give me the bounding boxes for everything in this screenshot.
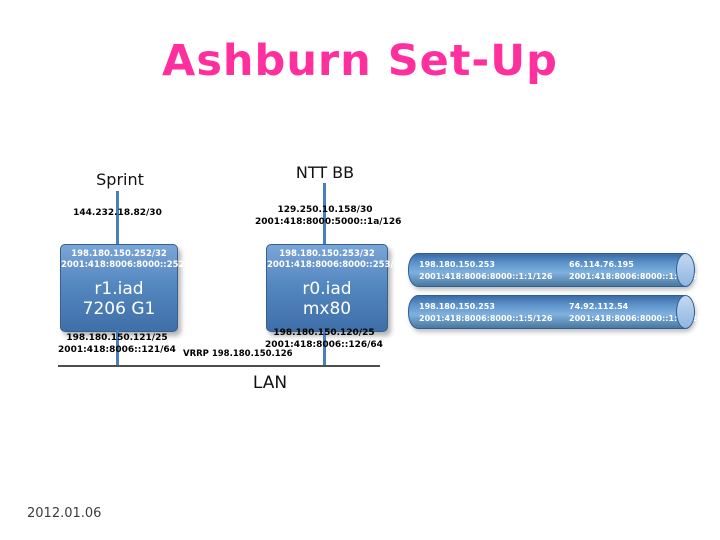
slide-title: Ashburn Set-Up [162, 36, 558, 86]
router-r0-lan-link-line [323, 330, 326, 367]
router-r1-lan-address: 198.180.150.121/25 2001:418:8006::121/64 [58, 333, 176, 356]
router-r1-lan-ipv4: 198.180.150.121/25 [66, 333, 168, 343]
tunnel-1-far-ipv4: 66.114.76.195 [569, 260, 634, 269]
uplink-line-ntt-bb [323, 183, 326, 245]
tunnel-2-far-ipv4: 74.92.112.54 [569, 302, 629, 311]
router-r1-model: 7206 G1 [82, 298, 156, 319]
tunnel-cylinder-1: 198.180.150.253 2001:418:8006:8000::1:1/… [408, 253, 702, 287]
router-r0-loopback: 198.180.150.253/32 2001:418:8006:8000::2… [267, 249, 412, 272]
provider-label-ntt-bb: NTT BB [295, 163, 355, 182]
vrrp-label: VRRP 198.180.150.126 [183, 349, 293, 359]
tunnel-1-far-ipv6: 2001:418:8006:8000::1:2/126 [569, 271, 703, 281]
router-box-r0-iad: 198.180.150.253/32 2001:418:8006:8000::2… [266, 244, 412, 332]
router-r0-lan-ipv6: 2001:418:8006::126/64 [265, 339, 383, 350]
uplink-address-sprint: 144.232.18.82/30 [60, 208, 175, 220]
lan-label: LAN [252, 373, 288, 393]
slide-date: 2012.01.06 [27, 506, 102, 521]
tunnel-2-near-ipv6: 2001:418:8006:8000::1:5/126 [419, 313, 553, 323]
router-r1-loopback-ipv4: 198.180.150.252/32 [71, 249, 167, 259]
router-r0-loopback-ipv4: 198.180.150.253/32 [279, 249, 375, 259]
uplink-line-sprint [116, 191, 119, 245]
uplink-sprint-ipv4: 144.232.18.82/30 [73, 208, 162, 218]
lan-bus-line [58, 365, 380, 367]
tunnel-1-near-ipv6: 2001:418:8006:8000::1:1/126 [419, 271, 553, 281]
uplink-address-ntt-bb: 129.250.10.158/30 2001:418:8000:5000::1a… [255, 205, 402, 228]
tunnel-cylinder-2: 198.180.150.253 2001:418:8006:8000::1:5/… [408, 295, 702, 329]
tunnel-2-far-end: 74.92.112.54 2001:418:8006:8000::1:6/126 [569, 301, 702, 324]
tunnel-2-near-end: 198.180.150.253 2001:418:8006:8000::1:5/… [419, 301, 552, 324]
router-r1-name: r1.iad [94, 278, 144, 299]
tunnel-2-near-ipv4: 198.180.150.253 [419, 302, 495, 311]
tunnel-1-near-ipv4: 198.180.150.253 [419, 260, 495, 269]
router-r0-loopback-ipv6: 2001:418:8006:8000::253/128 [267, 260, 412, 271]
uplink-ntt-ipv6: 2001:418:8000:5000::1a/126 [255, 216, 402, 227]
router-r1-loopback: 198.180.150.252/32 2001:418:8006:8000::2… [61, 249, 206, 272]
router-r0-lan-address: 198.180.150.120/25 2001:418:8006::126/64 [260, 328, 388, 351]
router-r0-model: mx80 [302, 298, 352, 319]
provider-label-sprint: Sprint [96, 170, 144, 189]
router-r1-lan-ipv6: 2001:418:8006::121/64 [58, 344, 176, 355]
router-box-r1-iad: 198.180.150.252/32 2001:418:8006:8000::2… [60, 244, 206, 332]
tunnel-1-near-end: 198.180.150.253 2001:418:8006:8000::1:1/… [419, 259, 552, 282]
router-r0-name: r0.iad [302, 278, 352, 299]
uplink-ntt-ipv4: 129.250.10.158/30 [277, 205, 373, 215]
tunnel-2-far-ipv6: 2001:418:8006:8000::1:6/126 [569, 313, 703, 323]
router-r1-loopback-ipv6: 2001:418:8006:8000::252/128 [61, 260, 206, 271]
tunnel-1-far-end: 66.114.76.195 2001:418:8006:8000::1:2/12… [569, 259, 702, 282]
router-r1-lan-link-line [116, 330, 119, 367]
router-r0-lan-ipv4: 198.180.150.120/25 [273, 328, 375, 338]
